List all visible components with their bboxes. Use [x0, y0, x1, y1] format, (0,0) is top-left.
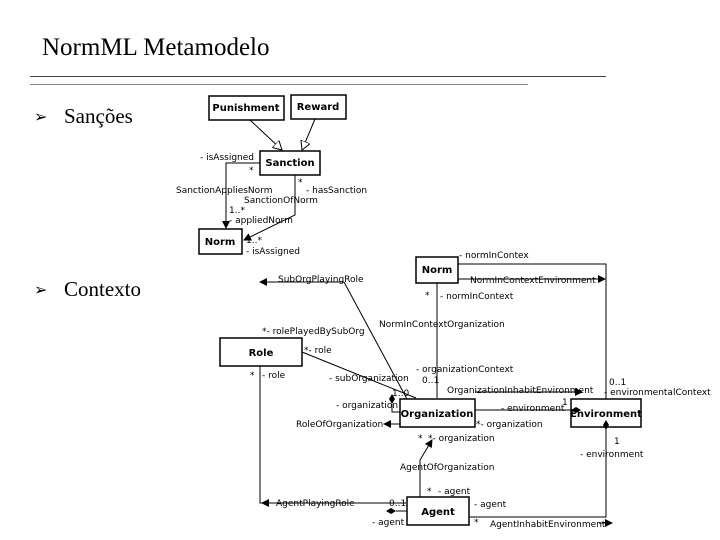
label-agent-of-organization: AgentOfOrganization [400, 463, 494, 473]
label-environmental-context: - environmentalContext [604, 388, 711, 398]
organization-label: Organization [401, 409, 474, 420]
label-role: - role [262, 371, 286, 381]
norm-class-sanctions: Norm [198, 228, 243, 255]
label-multiplicity: 1..* [229, 206, 245, 216]
norm-label: Norm [205, 237, 236, 248]
association-norm-in-context-environment [458, 263, 607, 399]
environment-class: Environment [570, 398, 642, 428]
reward-class: Reward [290, 94, 347, 120]
label-multiplicity: * [249, 166, 254, 176]
title-rule [30, 76, 606, 77]
association-sanction-of-norm [243, 175, 296, 241]
label-is-assigned: - isAssigned [200, 153, 254, 163]
environment-label: Environment [570, 409, 642, 420]
label-norm-in-context-organization: NormInContextOrganization [379, 320, 505, 330]
arrow-bullet-icon: ➢ [34, 281, 48, 299]
label-organization-inhabit-environment: OrganizationInhabitEnvironment [447, 386, 594, 396]
punishment-label: Punishment [212, 103, 279, 114]
label-multiplicity: * [418, 434, 423, 444]
label-multiplicity: 0..1 [389, 499, 406, 509]
bullet-contexto: ➢ Contexto [34, 277, 141, 302]
label-multiplicity: * [298, 178, 303, 188]
label-role: *- role [304, 346, 332, 356]
role-label: Role [249, 348, 274, 359]
label-multiplicity: 1 [614, 437, 620, 447]
association-sanction-applies-norm [222, 162, 260, 229]
generalization-punishment [249, 119, 282, 150]
label-agent-inhabit-environment: AgentInhabitEnvironment [490, 520, 606, 530]
label-organization: - organization [336, 401, 398, 411]
label-multiplicity: 0..1 [609, 378, 626, 388]
arrow-bullet-icon: ➢ [34, 108, 48, 126]
composition-organization [389, 394, 400, 413]
norm-label: Norm [422, 265, 453, 276]
label-sanction-applies-norm: SanctionAppliesNorm [176, 186, 272, 196]
label-is-assigned: - isAssigned [246, 247, 300, 257]
label-multiplicity: * [250, 371, 255, 381]
role-class: Role [219, 337, 303, 367]
generalization-reward [302, 118, 316, 150]
association-agent-of-organization [419, 439, 433, 497]
association-agent-inhabit-environment [469, 428, 607, 518]
label-has-sanction: - hasSanction [306, 186, 367, 196]
sanction-class: Sanction [259, 150, 321, 176]
label-agent: - agent [474, 500, 507, 510]
agent-label: Agent [421, 507, 455, 518]
label-environment: - environment [501, 404, 565, 414]
punishment-class: Punishment [208, 95, 285, 121]
title-rule-secondary [30, 84, 528, 85]
bullet-label: Contexto [64, 277, 141, 301]
agent-class: Agent [406, 496, 470, 526]
association-sub-organization [301, 351, 417, 399]
bullet-label: Sanções [64, 104, 133, 128]
label-norm-in-context-environment: NormInContextEnvironment [470, 276, 596, 286]
label-environment: - environment [580, 450, 644, 460]
label-role-played-by-sub-org: *- rolePlayedBySubOrg [262, 327, 365, 337]
slide-title: NormML Metamodelo [42, 34, 270, 61]
label-multiplicity: * [474, 518, 479, 528]
label-role-of-organization: RoleOfOrganization [296, 420, 383, 430]
label-agent: - agent [372, 518, 405, 528]
label-sanction-of-norm: SanctionOfNorm [244, 196, 318, 206]
sanction-label: Sanction [265, 158, 314, 169]
label-norm-in-contex: - normInContex [459, 251, 529, 261]
sanctions-diagram: Punishment Reward Sanction Norm - isAssi… [176, 94, 367, 257]
label-organization: *- organization [476, 420, 543, 430]
label-multiplicity: * [425, 291, 430, 301]
bullet-sancoes: ➢ Sanções [34, 104, 133, 129]
reward-label: Reward [297, 102, 340, 113]
association-sub-org-playing-role [343, 281, 408, 400]
label-sub-org-playing-role: SubOrgPlayingRole [278, 275, 364, 285]
label-sub-organization: - subOrganization [329, 374, 409, 384]
label-multiplicity: 1 [562, 398, 568, 408]
label-organization: *- organization [428, 434, 495, 444]
label-agent: - agent [438, 487, 471, 497]
label-agent-playing-role: AgentPlayingRole [276, 499, 355, 509]
label-multiplicity: 1..0 [392, 389, 409, 399]
label-norm-in-context: - normInContext [440, 292, 514, 302]
organization-class: Organization [399, 398, 476, 428]
label-applied-norm: - appliedNorm [229, 216, 293, 226]
label-multiplicity: 0..1 [422, 376, 439, 386]
label-multiplicity: * [427, 487, 432, 497]
label-organization-context: - organizationContext [416, 365, 514, 375]
label-multiplicity: 1..* [246, 236, 262, 246]
context-diagram: Norm Role Organization Environment Agent [219, 251, 711, 530]
norm-class-context: Norm [415, 256, 459, 284]
association-agent-playing-role [259, 366, 406, 504]
